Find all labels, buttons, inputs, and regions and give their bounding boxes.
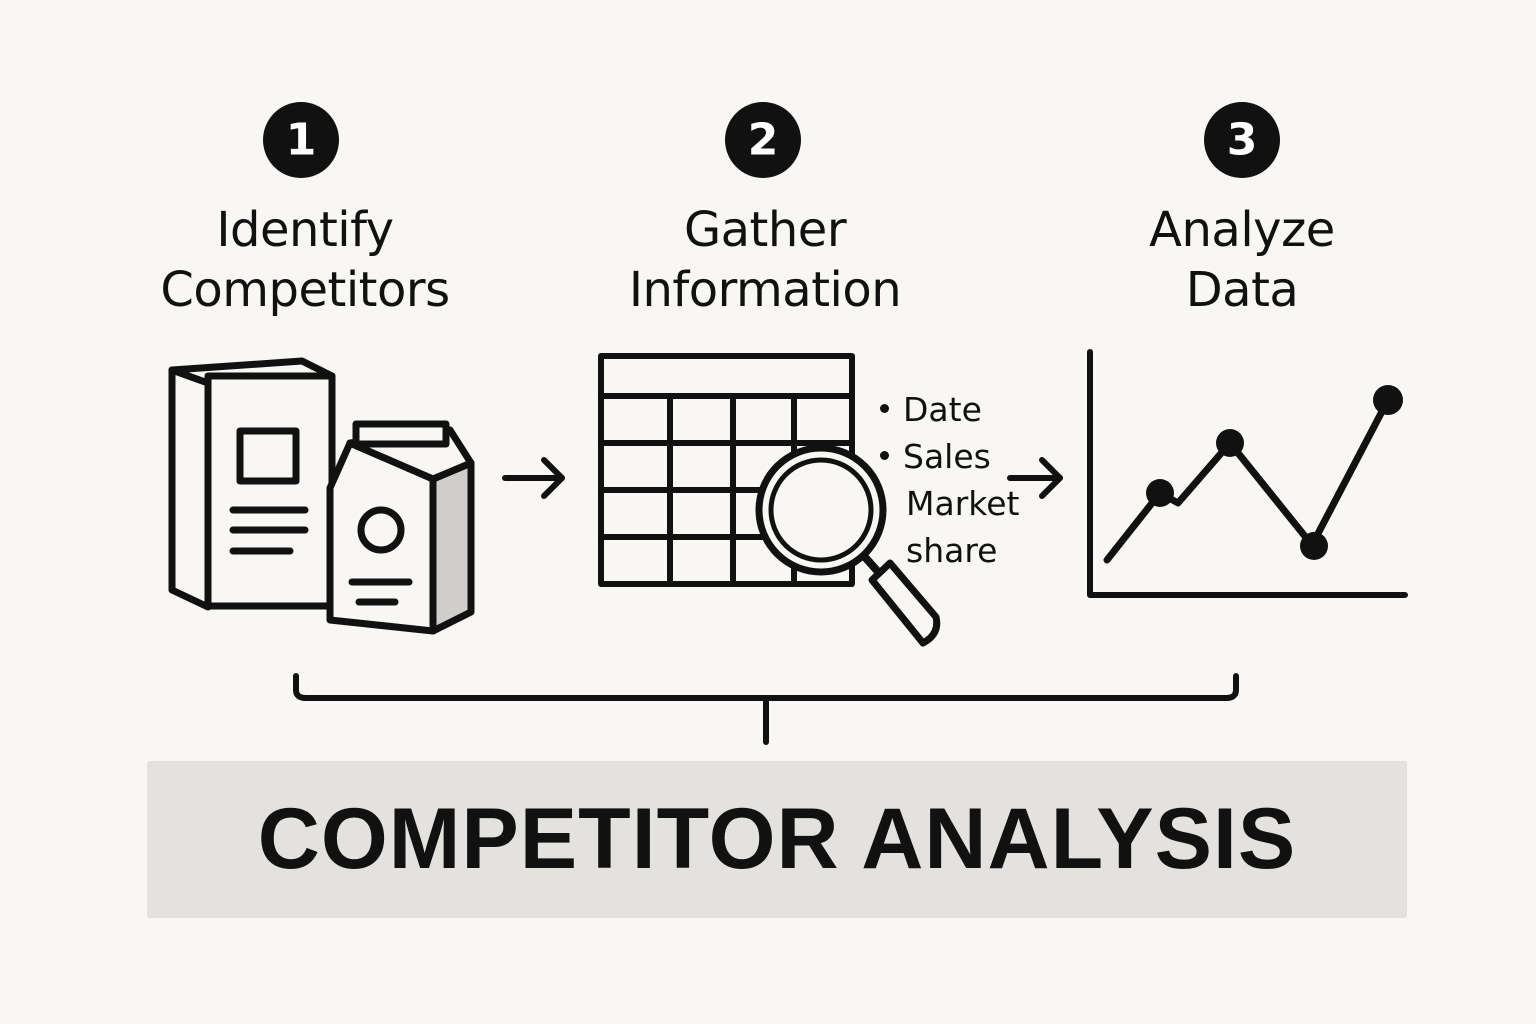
step-1-label-line1: Identify xyxy=(216,202,394,258)
step-1-label-line2: Competitors xyxy=(160,262,450,318)
step-3-badge: 3 xyxy=(1204,102,1280,178)
info-item-date-text: Date xyxy=(903,390,982,429)
info-item-sales: Sales xyxy=(874,433,1054,480)
step-2-label-line1: Gather xyxy=(683,202,847,258)
bullet-icon xyxy=(880,404,889,413)
info-item-date: Date xyxy=(874,386,1054,433)
step-3-label-line1: Analyze xyxy=(1149,202,1335,258)
title-banner: COMPETITOR ANALYSIS xyxy=(147,761,1407,918)
product-boxes-icon xyxy=(168,357,475,635)
bullet-icon xyxy=(880,451,889,460)
step-2-label-line2: Information xyxy=(628,262,902,318)
step-1-badge: 1 xyxy=(263,102,339,178)
table-magnifier-icon xyxy=(598,353,941,647)
info-item-sales-text: Sales xyxy=(903,437,991,476)
step-1-label: Identify Competitors xyxy=(115,200,495,320)
step-3-number: 3 xyxy=(1227,115,1258,166)
info-item-market-share: Market share xyxy=(874,480,1056,574)
step-2-badge: 2 xyxy=(725,102,801,178)
step-3-label: Analyze Data xyxy=(1052,200,1432,320)
banner-title: COMPETITOR ANALYSIS xyxy=(257,791,1297,887)
line-chart-icon xyxy=(1087,349,1408,598)
info-list: Date Sales Market share xyxy=(874,386,1054,574)
arrow-2-to-3-icon xyxy=(1007,457,1063,499)
step-1-number: 1 xyxy=(286,115,317,166)
info-item-market-share-text: Market share xyxy=(906,484,1020,570)
step-2-label: Gather Information xyxy=(575,200,955,320)
step-3-label-line2: Data xyxy=(1185,262,1299,318)
step-2-number: 2 xyxy=(748,115,779,166)
bracket-connector xyxy=(293,673,1239,745)
arrow-1-to-2-icon xyxy=(502,457,565,499)
